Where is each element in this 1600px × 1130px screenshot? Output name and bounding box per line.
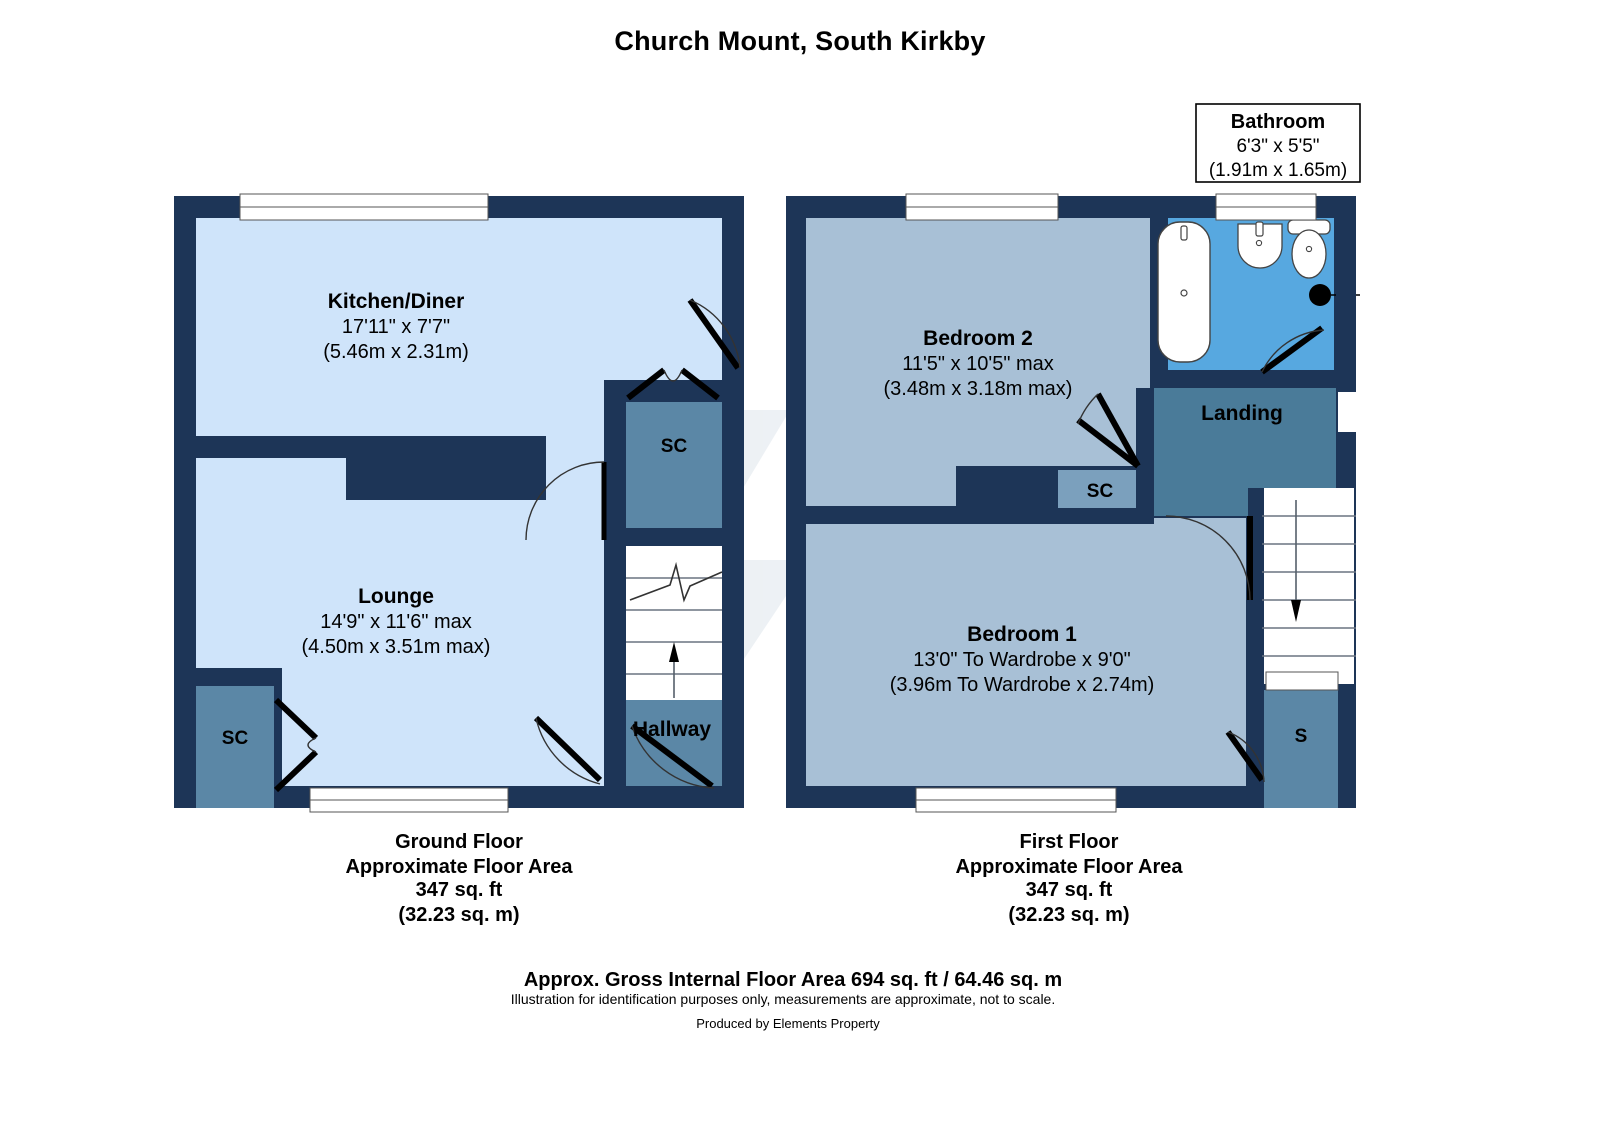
ff-right-gap [1338,392,1358,432]
ff-caption-area-ft: 347 sq. ft [1026,879,1113,901]
gf-window-bottom [309,787,509,813]
ff-caption-floor: First Floor [1020,831,1119,853]
gf-sc-top-label: SC [661,436,688,457]
sink-icon [1237,221,1283,269]
ff-landing-name: Landing [1201,402,1283,425]
gf-sc-left-fill [196,686,274,808]
first-floor-plan: Landing SC [786,103,1361,926]
ff-sc-label: SC [1087,481,1114,502]
gf-hallway-door-front [630,723,715,789]
page-title: Church Mount, South Kirkby [614,26,986,56]
ff-stair-down-arrow [1291,500,1301,622]
bathroom-callout-dim-metric: (1.91m x 1.65m) [1209,160,1347,181]
ff-s-fill [1264,690,1338,808]
ff-bathroom-wall-bottom [1150,370,1336,388]
ff-bed1-dim-imperial: 13'0" To Wardrobe x 9'0" [913,649,1131,671]
gf-kitchen-dim-metric: (5.46m x 2.31m) [323,341,469,363]
ff-caption-area-label: Approximate Floor Area [955,856,1183,878]
gf-hall-wall-top [604,380,744,402]
gf-lounge-name: Lounge [358,585,434,608]
gf-sc-top-wall-bottom [604,528,744,546]
ff-caption-area-m: (32.23 sq. m) [1008,904,1129,926]
ff-bed2-name: Bedroom 2 [923,327,1033,350]
ff-bed1-dim-metric: (3.96m To Wardrobe x 2.74m) [890,674,1155,696]
gf-caption-area-ft: 347 sq. ft [416,879,503,901]
gf-divider-wall [196,436,546,458]
gf-lounge-dim-imperial: 14'9" x 11'6" max [320,611,472,633]
footer-block: Approx. Gross Internal Floor Area 694 sq… [511,969,1062,1031]
gf-hallway-door-left [533,715,603,785]
ff-bed1-name: Bedroom 1 [967,623,1077,646]
footer-disclaimer: Illustration for identification purposes… [511,991,1055,1007]
gf-hall-wall-left [604,380,626,808]
gf-divider-wall-thick [346,458,546,500]
ff-bathroom-door [1260,325,1325,375]
gf-caption-floor: Ground Floor [395,831,523,853]
ff-stair-treads [1262,515,1356,657]
ff-window-top [905,193,1059,221]
ff-bed2-dim-metric: (3.48m x 3.18m max) [884,378,1073,400]
gf-kitchen-name: Kitchen/Diner [328,290,465,313]
ff-top-right-notch [1336,196,1356,392]
gf-hallway-floor [626,700,722,786]
ff-bed1-door [1165,515,1253,601]
footer-gross-area: Approx. Gross Internal Floor Area 694 sq… [524,969,1062,991]
ff-window-s-top [1265,671,1339,691]
gf-caption-area-label: Approximate Floor Area [345,856,573,878]
ff-bed1-floor [806,518,1246,786]
gf-sc-top-fill [626,402,722,528]
ff-divider-wall [806,506,1154,524]
gf-lounge-door [525,461,607,541]
bathroom-callout-dim-imperial: 6'3" x 5'5" [1236,136,1319,157]
gf-kitchen-door [687,298,741,370]
ground-floor-plan: SC SC [174,193,744,926]
gf-caption-area-m: (32.23 sq. m) [398,904,519,926]
gf-lounge-dim-metric: (4.50m x 3.51m max) [302,636,491,658]
ff-s-door [1225,730,1265,783]
gf-window-top [239,193,489,221]
footer-credit: Produced by Elements Property [696,1016,880,1031]
gf-sc-left-label: SC [222,728,249,749]
toilet-icon [1287,219,1331,279]
ff-stairs-shaft [1262,488,1354,684]
gf-kitchen-dim-imperial: 17'11" x 7'7" [342,316,450,338]
ff-s-label: S [1295,726,1308,747]
bathroom-callout: Bathroom 6'3" x 5'5" (1.91m x 1.65m) [1195,103,1361,183]
ff-bed2-dim-imperial: 11'5" x 10'5" max [902,353,1054,375]
ff-sc-fill [1058,470,1136,508]
gf-kitchen-double-doors [626,367,720,401]
bathroom-callout-name: Bathroom [1231,111,1325,133]
ff-sc-door [1076,392,1141,469]
gf-stair-break-line [629,561,723,603]
ff-window-bathroom [1215,193,1317,221]
bath-tub-icon [1157,221,1211,363]
gf-sc-left-doors [273,697,319,793]
gf-hallway-name: Hallway [633,718,712,741]
gf-stair-up-arrow [669,642,679,698]
ff-window-bottom [915,787,1117,813]
